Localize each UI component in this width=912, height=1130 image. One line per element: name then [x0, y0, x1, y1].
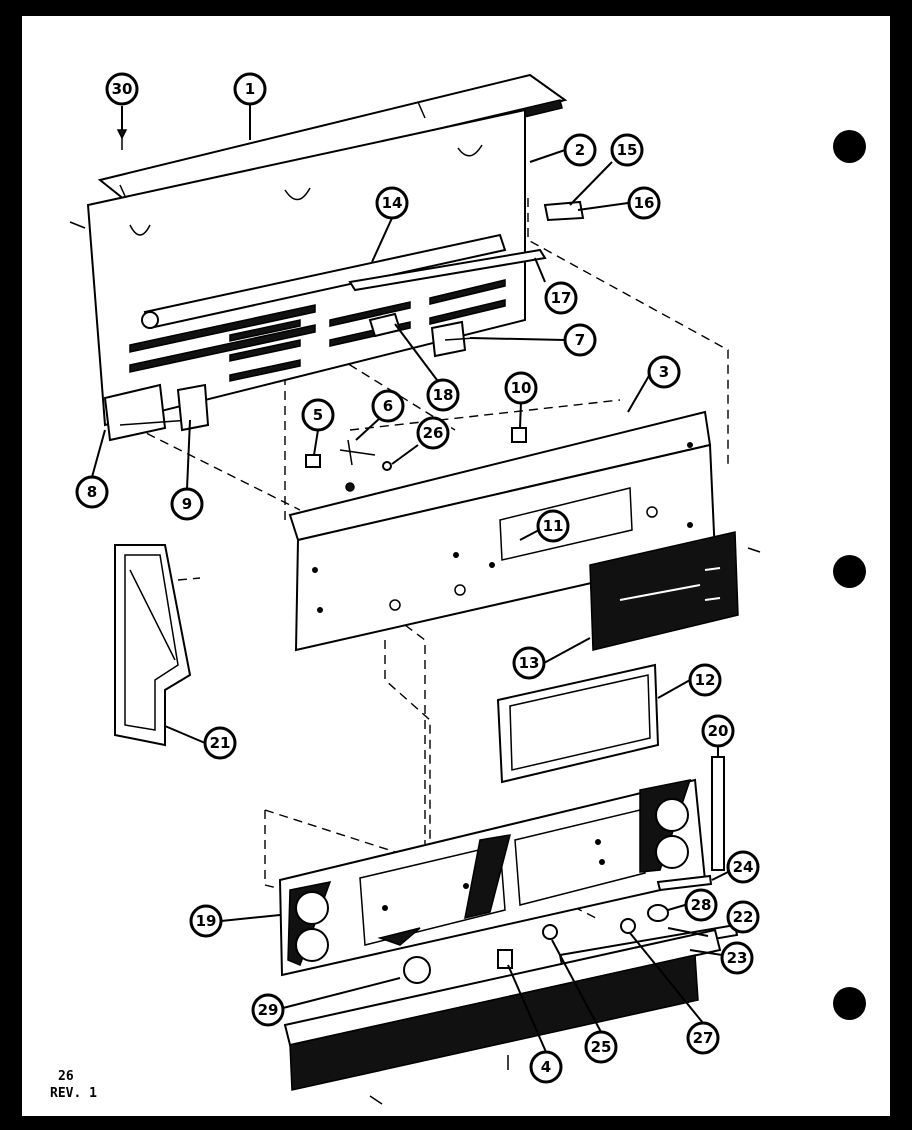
- starter-socket-part: [176, 383, 210, 432]
- svg-text:28: 28: [691, 896, 712, 914]
- callout-11: 11: [536, 509, 570, 543]
- svg-text:2: 2: [575, 141, 585, 159]
- binder-hole-top: [833, 130, 866, 163]
- svg-text:7: 7: [575, 331, 585, 349]
- callout-29: 29: [251, 993, 285, 1027]
- svg-text:1: 1: [245, 80, 255, 98]
- svg-text:25: 25: [591, 1038, 612, 1056]
- callout-5: 5: [301, 398, 335, 432]
- callout-22: 22: [726, 900, 760, 934]
- side-end-cap-part: [114, 544, 192, 747]
- knobs-and-fasteners: [403, 904, 669, 984]
- lens-frame-part: [496, 663, 660, 784]
- svg-text:22: 22: [733, 908, 754, 926]
- callout-13: 13: [512, 646, 546, 680]
- svg-text:13: 13: [519, 654, 540, 672]
- callout-30: 30: [105, 72, 139, 106]
- part-6-shape: [339, 439, 376, 466]
- callout-1: 1: [233, 72, 267, 106]
- binder-hole-middle: [833, 555, 866, 588]
- svg-text:24: 24: [733, 858, 754, 876]
- leader-lines: [91, 104, 729, 1053]
- svg-text:9: 9: [182, 495, 192, 513]
- part-26-shape: [382, 461, 392, 471]
- svg-text:16: 16: [634, 194, 655, 212]
- revision-label: REV. 1: [50, 1086, 97, 1101]
- lamp-holder-part: [430, 320, 476, 358]
- part-24-shape: [656, 874, 713, 892]
- callout-19: 19: [189, 904, 223, 938]
- part-4-shape: [497, 949, 513, 969]
- callout-28: 28: [684, 888, 718, 922]
- part-29-knob: [403, 956, 431, 984]
- bracket-rail-part: [348, 248, 547, 292]
- callout-14: 14: [375, 186, 409, 220]
- fluorescent-tube-part: [141, 233, 507, 330]
- callout-4: 4: [529, 1050, 563, 1084]
- svg-text:29: 29: [258, 1001, 279, 1019]
- svg-text:4: 4: [541, 1058, 551, 1076]
- callout-24: 24: [726, 850, 760, 884]
- part-10-shape: [511, 427, 527, 443]
- svg-text:19: 19: [196, 912, 217, 930]
- svg-text:27: 27: [693, 1029, 714, 1047]
- binder-hole-bottom: [833, 987, 866, 1020]
- svg-text:21: 21: [210, 734, 231, 752]
- small-hardware: [69, 129, 761, 1105]
- part-25-shape: [542, 924, 558, 940]
- callout-23: 23: [720, 941, 754, 975]
- callout-7: 7: [563, 323, 597, 357]
- callout-15: 15: [610, 133, 644, 167]
- callout-10: 10: [504, 371, 538, 405]
- circuit-board-part: [589, 531, 739, 651]
- page-number: 26: [58, 1069, 74, 1084]
- callout-27: 27: [686, 1021, 720, 1055]
- callout-12: 12: [688, 663, 722, 697]
- svg-text:5: 5: [313, 406, 323, 424]
- bottom-trim-part: [283, 928, 722, 1091]
- callout-16: 16: [627, 186, 661, 220]
- part-27-shape: [620, 918, 636, 934]
- back-panel-part: [86, 108, 526, 427]
- part-28-shape: [647, 904, 669, 922]
- svg-text:3: 3: [659, 363, 669, 381]
- strip-part: [711, 756, 725, 871]
- svg-text:30: 30: [112, 80, 133, 98]
- callout-21: 21: [203, 726, 237, 760]
- callout-6: 6: [371, 389, 405, 423]
- callout-26: 26: [416, 416, 450, 450]
- callout-17: 17: [544, 281, 578, 315]
- callout-20: 20: [701, 714, 735, 748]
- svg-text:23: 23: [727, 949, 748, 967]
- part-5-shape: [305, 454, 321, 468]
- svg-text:8: 8: [87, 483, 97, 501]
- connector-part: [543, 200, 585, 222]
- svg-text:14: 14: [382, 194, 403, 212]
- callout-9: 9: [170, 487, 204, 521]
- ballast-part: [103, 383, 191, 442]
- callout-18: 18: [426, 378, 460, 412]
- callout-25: 25: [584, 1030, 618, 1064]
- svg-text:10: 10: [511, 379, 532, 397]
- svg-text:18: 18: [433, 386, 454, 404]
- svg-text:26: 26: [423, 424, 444, 442]
- svg-text:17: 17: [551, 289, 572, 307]
- callout-2: 2: [563, 133, 597, 167]
- svg-text:12: 12: [695, 671, 716, 689]
- callout-3: 3: [647, 355, 681, 389]
- svg-text:6: 6: [383, 397, 393, 415]
- callout-8: 8: [75, 475, 109, 509]
- svg-text:11: 11: [543, 517, 564, 535]
- front-panel-part: [278, 778, 707, 977]
- svg-text:15: 15: [617, 141, 638, 159]
- svg-text:20: 20: [708, 722, 729, 740]
